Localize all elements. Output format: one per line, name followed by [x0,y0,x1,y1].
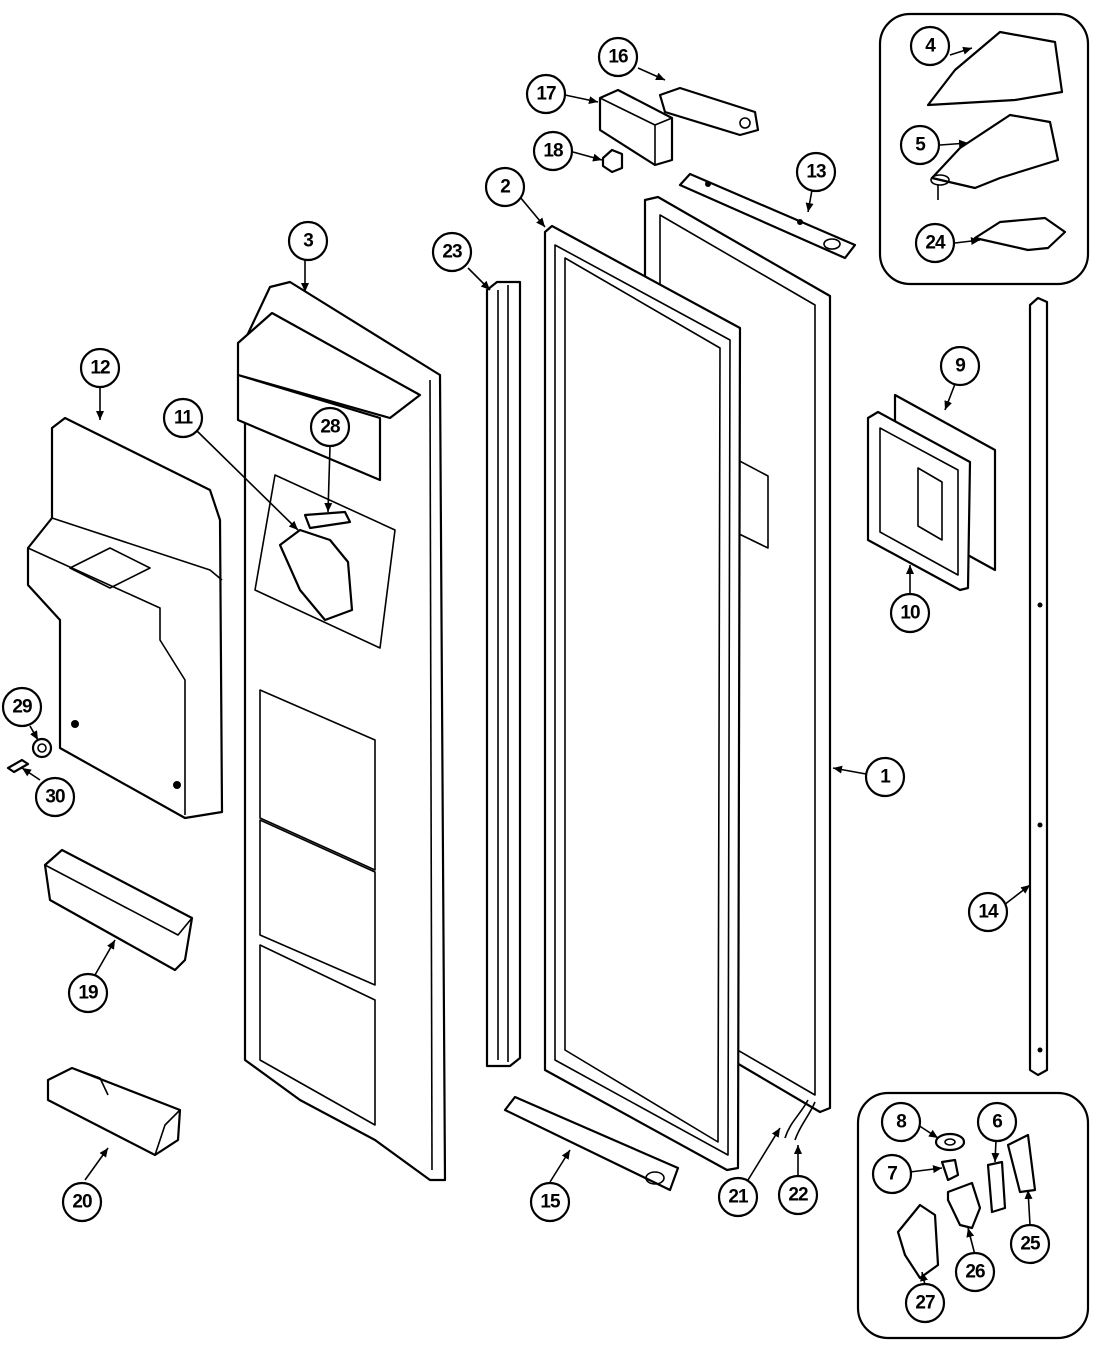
leader-lines [21,46,1033,1286]
callout-22: 22 [777,1174,819,1216]
svg-text:3: 3 [303,231,313,252]
hinge-bottom-inset [856,1091,1090,1340]
callout-13: 13 [795,151,837,193]
callout-10: 10 [889,592,931,634]
callout-29: 29 [1,686,43,728]
svg-text:25: 25 [1020,1234,1041,1255]
callout-28: 28 [309,406,351,448]
svg-text:6: 6 [992,1112,1002,1133]
callout-20: 20 [61,1181,103,1223]
callout-23: 23 [431,231,473,273]
svg-text:11: 11 [174,408,194,429]
svg-text:14: 14 [978,902,999,923]
svg-text:17: 17 [536,84,556,105]
callout-7: 7 [871,1153,913,1195]
callout-15: 15 [529,1181,571,1223]
clip [601,148,624,174]
hinge-cover [926,30,1064,107]
svg-text:9: 9 [955,356,965,377]
callout-14: 14 [967,891,1009,933]
bracket [1006,1133,1037,1194]
svg-text:30: 30 [45,787,65,808]
callout-24: 24 [914,222,956,264]
svg-text:26: 26 [965,1262,985,1283]
svg-text:20: 20 [72,1192,92,1213]
wire-harness [784,1099,816,1141]
svg-text:4: 4 [925,36,936,57]
svg-text:21: 21 [728,1187,749,1208]
svg-text:8: 8 [896,1112,906,1133]
callout-11: 11 [162,397,204,439]
hinge-switch [658,86,760,137]
callout-3: 3 [287,220,329,262]
bottom-hinge-bar [503,1095,680,1192]
svg-text:7: 7 [887,1164,897,1185]
ice-chute [278,528,354,622]
svg-text:18: 18 [543,141,563,162]
callout-2: 2 [484,166,526,208]
svg-text:24: 24 [925,233,946,254]
door-bin [43,848,194,972]
knob [31,737,53,759]
svg-text:1: 1 [880,767,891,788]
svg-text:28: 28 [320,417,340,438]
svg-text:27: 27 [915,1293,935,1314]
dispenser-light [303,510,352,530]
top-hinge [930,113,1060,200]
svg-text:19: 19 [78,983,98,1004]
svg-text:16: 16 [608,47,628,68]
callout-17: 17 [525,73,567,115]
hinge-top-inset [878,12,1090,286]
svg-text:10: 10 [900,603,920,624]
callout-1: 1 [864,756,906,798]
hinge-pin-assembly [896,1203,940,1280]
spacer [986,1160,1007,1214]
dispenser-liner [236,280,447,1182]
callout-26: 26 [954,1251,996,1293]
hinge-shim [973,216,1067,252]
door-gasket [543,224,742,1172]
screw [6,758,30,774]
callout-18: 18 [532,130,574,172]
door-side-strip [485,280,522,1068]
svg-text:23: 23 [442,242,462,263]
long-side-strip [1028,296,1049,1077]
callout-4: 4 [909,25,951,67]
small-bin [46,1066,182,1157]
svg-text:29: 29 [12,697,32,718]
switch-housing [598,88,674,167]
callout-30: 30 [34,776,76,818]
panel-trim [866,410,972,592]
callout-5: 5 [899,124,941,166]
svg-text:15: 15 [540,1192,561,1213]
bushing [940,1158,960,1182]
dispenser-cover [26,416,224,820]
callout-27: 27 [904,1282,946,1324]
svg-text:2: 2 [500,177,510,198]
washer [934,1132,966,1152]
callout-21: 21 [717,1176,759,1218]
svg-text:12: 12 [90,358,110,379]
callout-8: 8 [880,1101,922,1143]
callout-6: 6 [976,1101,1018,1143]
svg-text:13: 13 [806,162,826,183]
bottom-hinge [946,1181,982,1230]
callout-19: 19 [67,972,109,1014]
svg-text:5: 5 [915,135,926,156]
callout-9: 9 [939,345,981,387]
top-hinge-bar [678,172,857,260]
callout-12: 12 [79,347,121,389]
callout-25: 25 [1009,1223,1051,1265]
callout-16: 16 [597,36,639,78]
svg-text:22: 22 [788,1185,808,1206]
